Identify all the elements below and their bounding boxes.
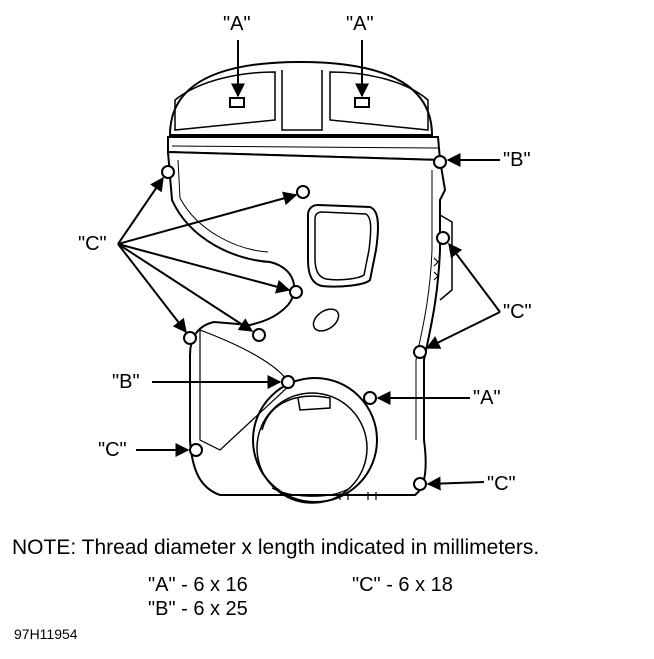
thread-note: NOTE: Thread diameter x length indicated… <box>12 536 540 559</box>
spec-a: "A" - 6 x 16 <box>148 574 248 596</box>
callout-c-right: "C" <box>503 301 532 323</box>
bolt-c-right-mid <box>413 345 427 359</box>
spec-b: "B" - 6 x 25 <box>148 598 248 620</box>
leader-arrows <box>117 40 501 491</box>
bolt-a-center <box>363 391 377 405</box>
upper-cover <box>167 60 442 162</box>
figure-id: 97H11954 <box>14 626 78 642</box>
main-cover-body <box>166 150 453 504</box>
bolt-c-upper-center <box>296 185 310 199</box>
bolt-c-mid <box>289 285 303 299</box>
bolt-b-upper-right <box>433 155 447 169</box>
spec-c: "C" - 6 x 18 <box>352 574 453 596</box>
bolt-c-lower-left <box>189 443 203 457</box>
bolt-b-center <box>281 375 295 389</box>
callout-b-upper-right: "B" <box>503 149 531 171</box>
callout-a-top-right: "A" <box>346 13 374 35</box>
bolt-c-left-mid <box>183 331 197 345</box>
callout-c-left: "C" <box>78 233 107 255</box>
bolts <box>161 155 450 491</box>
callout-c-lower-right: "C" <box>487 473 516 495</box>
bolt-c-right-upper <box>436 231 450 245</box>
timing-belt-cover-diagram <box>117 40 501 504</box>
callout-c-lower-left: "C" <box>98 439 127 461</box>
bolt-c-upper-left <box>161 165 175 179</box>
callout-a-top-left: "A" <box>223 13 251 35</box>
callout-a-right: "A" <box>473 387 501 409</box>
bolt-c-center-left <box>252 328 266 342</box>
bolt-c-lower-right <box>413 477 427 491</box>
callout-b-left: "B" <box>112 371 140 393</box>
